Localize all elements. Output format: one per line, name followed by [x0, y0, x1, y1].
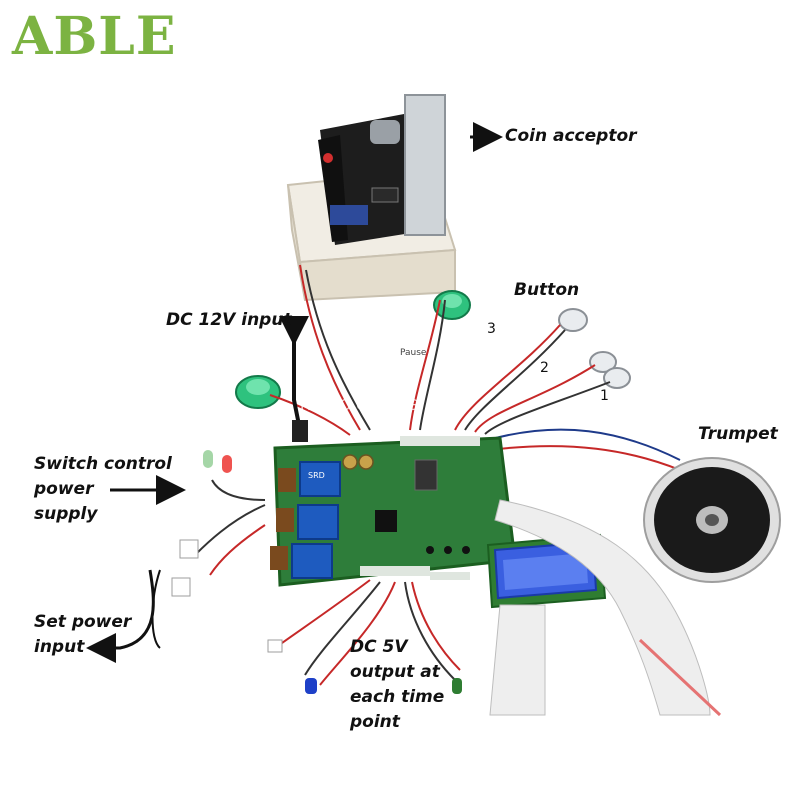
main-pcb	[270, 436, 517, 587]
callout-coin-acceptor: Coin acceptor	[505, 126, 637, 146]
green-button-left	[235, 375, 281, 409]
callout-set-power-line-1: Set power	[34, 612, 132, 632]
button-tag-1: 1	[600, 388, 609, 404]
callout-switch-control-line-1: Switch control	[34, 454, 172, 474]
button-tag-3: 3	[487, 321, 496, 337]
button-tag-2: 2	[540, 360, 549, 376]
callout-switch-control-line-2: power	[34, 479, 94, 499]
callout-switch-control-line-3: supply	[34, 504, 98, 524]
callout-dc5v-line-2: output at	[350, 662, 440, 682]
coin-acceptor	[318, 94, 446, 245]
watermark: RETRO GAMING	[300, 396, 418, 414]
callout-dc5v-line-4: point	[350, 712, 400, 732]
wiring	[151, 264, 681, 686]
brand-logo: ABLE	[12, 6, 177, 67]
button-1	[558, 308, 588, 332]
callout-dc5v-line-3: each time	[350, 687, 445, 707]
callout-trumpet: Trumpet	[698, 424, 778, 444]
relay-text: SRD	[308, 471, 325, 480]
callout-arrows	[86, 122, 503, 663]
button-3	[603, 367, 631, 389]
wire-tag-pause: Pause	[400, 348, 427, 358]
callout-dc12v-input: DC 12V input	[166, 310, 292, 330]
speaker	[643, 457, 781, 583]
dc-plug	[292, 325, 308, 442]
callout-set-power-input: Set power input	[34, 610, 131, 660]
callout-switch-control: Switch control power supply	[34, 452, 172, 527]
output-leds	[267, 639, 462, 694]
callout-set-power-line-2: input	[34, 637, 85, 657]
lcd-module	[486, 533, 607, 609]
switch-connectors	[171, 539, 199, 597]
indicator-leds	[203, 450, 232, 473]
callout-dc5v-output: DC 5V output at each time point	[350, 635, 444, 735]
button-2	[589, 351, 617, 373]
ribbon-cable	[489, 499, 722, 717]
callout-button: Button	[514, 280, 580, 300]
callout-dc5v-line-1: DC 5V	[350, 637, 408, 657]
